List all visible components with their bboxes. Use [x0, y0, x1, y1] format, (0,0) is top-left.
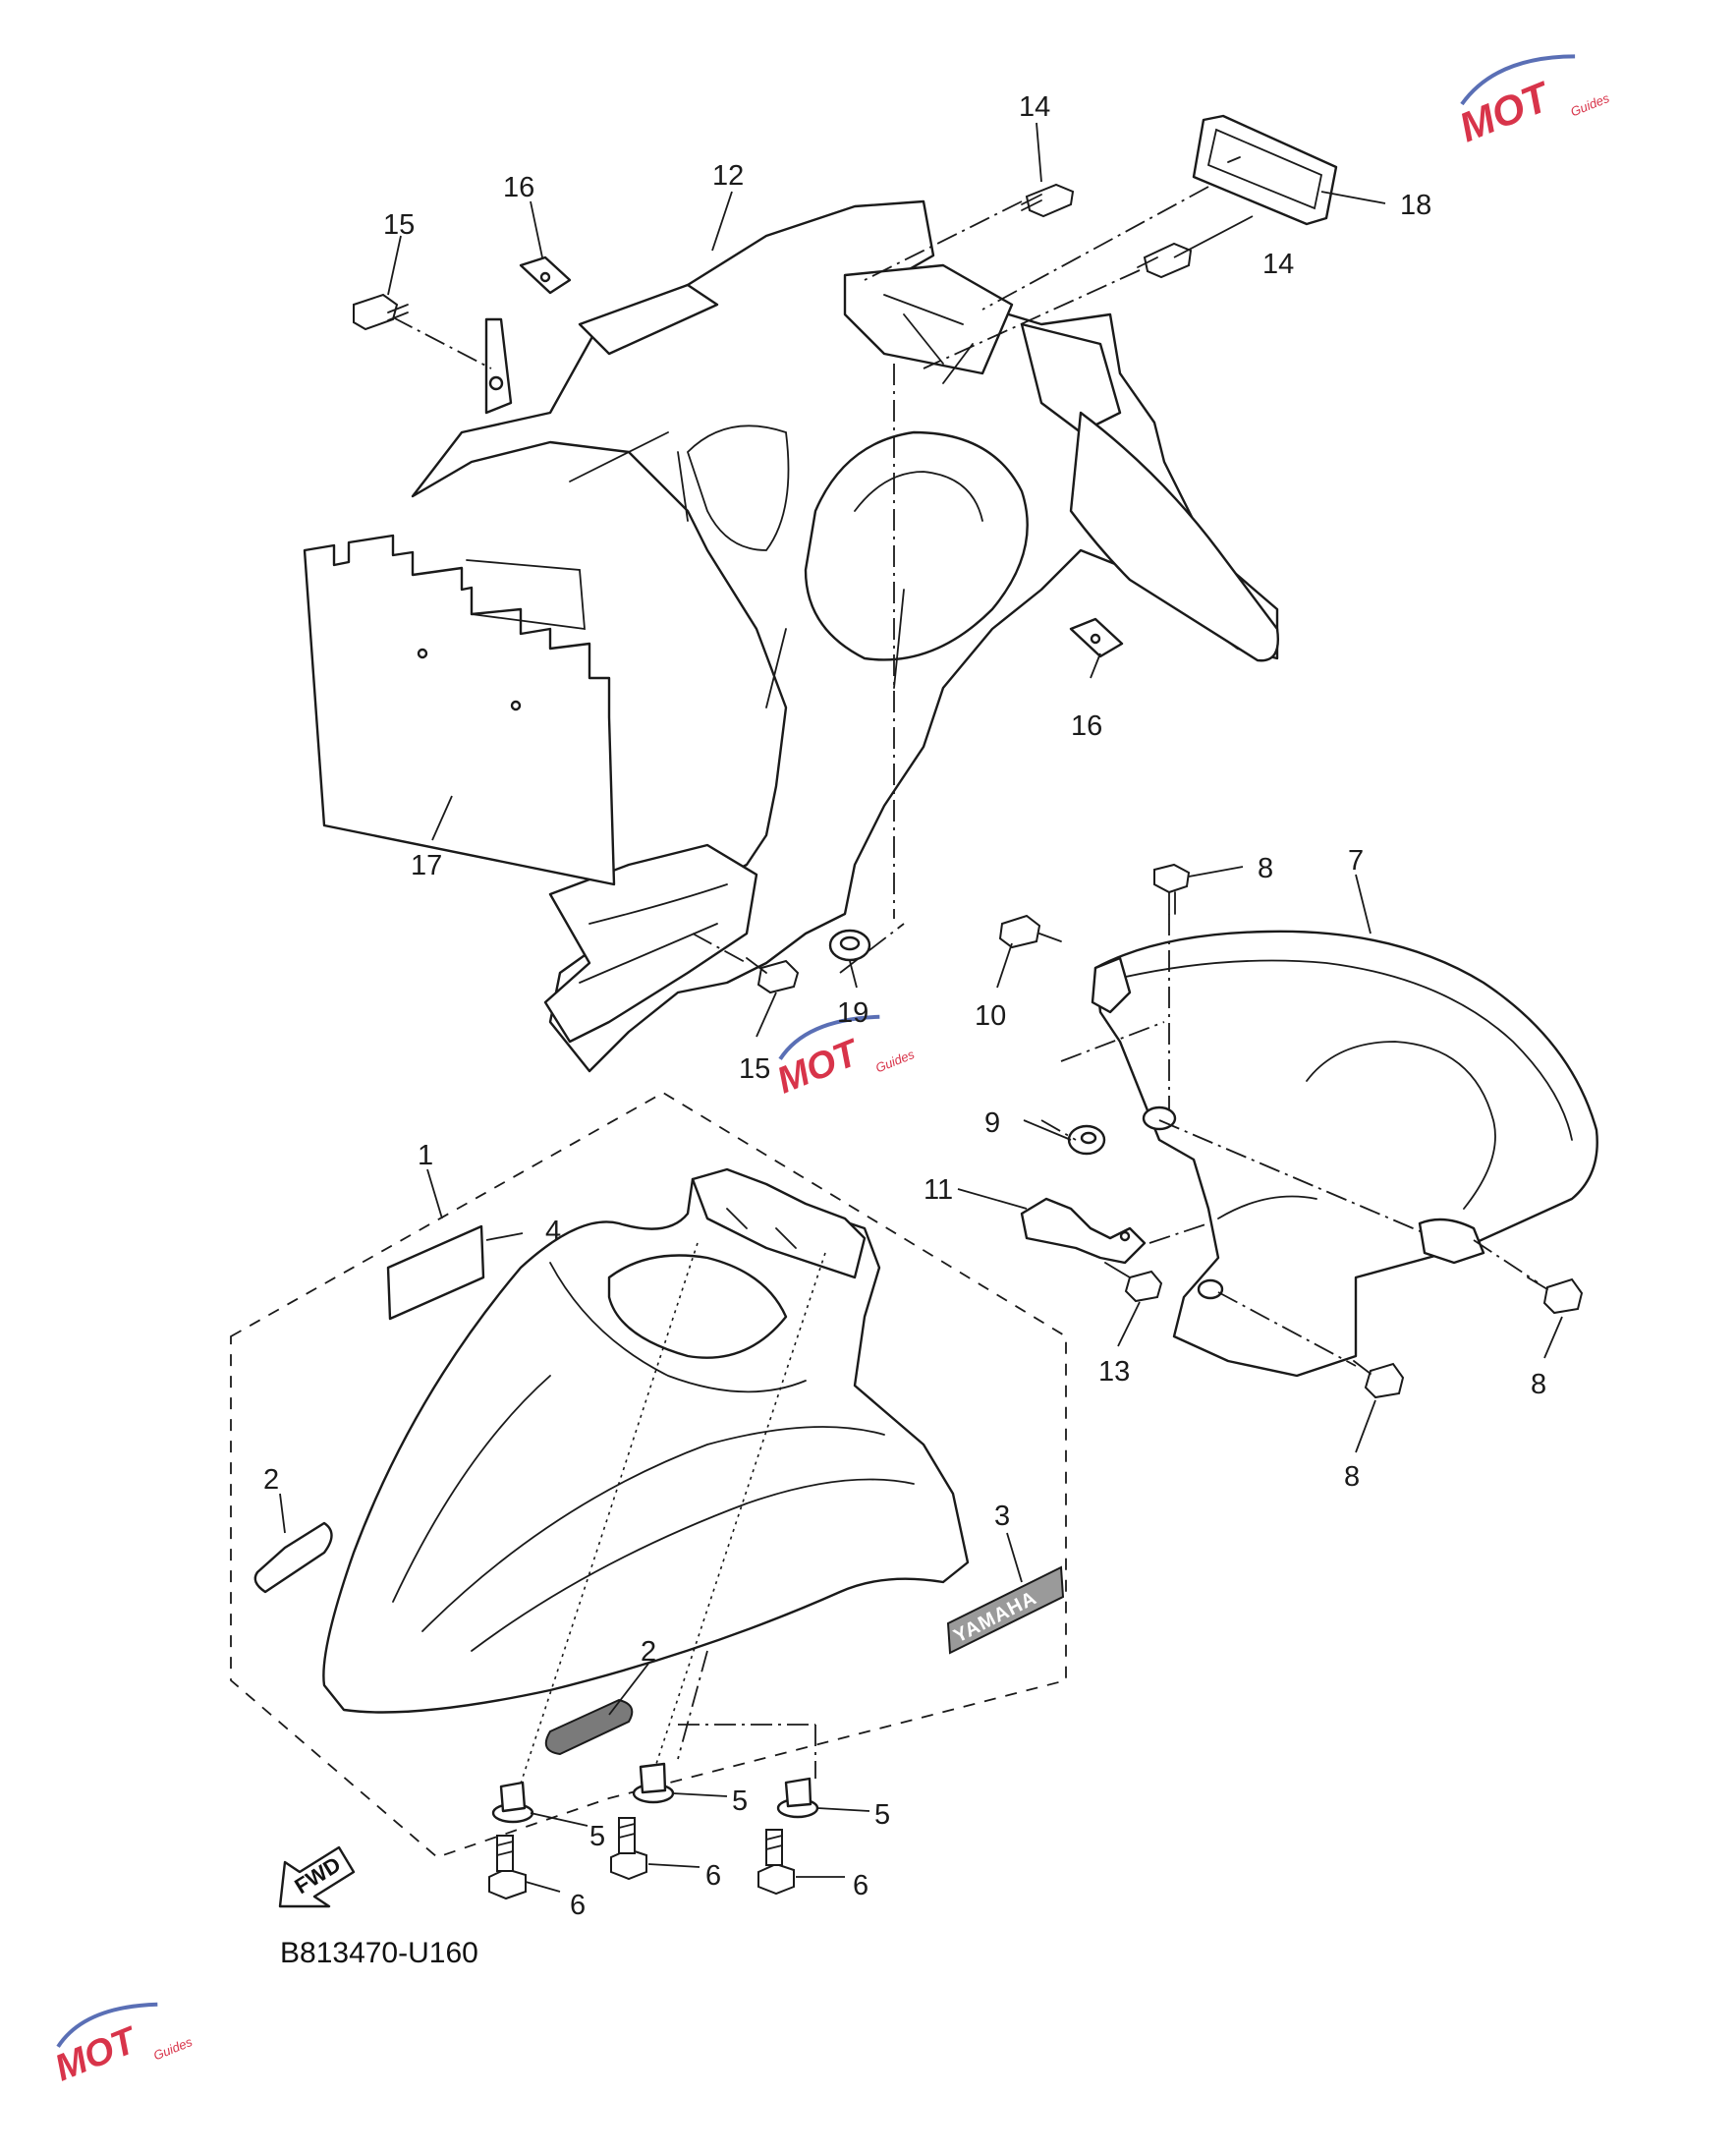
- callout-14-right: 14: [1262, 249, 1294, 280]
- bolt-part-8-bottom: [1353, 1360, 1405, 1399]
- decal-part-3-yamaha: YAMAHA: [946, 1565, 1065, 1655]
- alignment-line: [1217, 1291, 1357, 1367]
- alignment-line: [1473, 1239, 1539, 1283]
- callout-17: 17: [411, 850, 442, 881]
- callout-15-lower: 15: [739, 1053, 770, 1085]
- alignment-line: [1148, 1222, 1209, 1244]
- callout-18: 18: [1400, 190, 1431, 221]
- bolt-part-12: [1104, 1262, 1163, 1303]
- bolt-part-6-left: [488, 1835, 527, 1900]
- callout-11: 11: [924, 1174, 953, 1206]
- grommet-part-9: [1067, 1124, 1106, 1156]
- callout-13: 12: [712, 160, 744, 192]
- decal-part-4: [386, 1224, 485, 1321]
- front-fender-part-1: [322, 1167, 970, 1714]
- callout-9: 9: [984, 1107, 1000, 1139]
- alignment-line: [677, 1650, 708, 1760]
- bolt-part-15-lower: [746, 957, 800, 994]
- alignment-line: [692, 933, 748, 964]
- callout-5-center: 5: [732, 1786, 748, 1817]
- watermark-logo-top: MOT Guides: [1453, 54, 1612, 151]
- callout-2-lower: 2: [641, 1636, 656, 1668]
- callout-4: 4: [545, 1216, 561, 1247]
- grommet-part-19: [828, 929, 871, 962]
- alignment-line: [655, 1252, 826, 1765]
- nut-part-5-center: [632, 1762, 675, 1804]
- decal-part-2-left: [253, 1521, 333, 1594]
- bolt-part-15-upper: [353, 293, 409, 331]
- alignment-line: [1060, 1021, 1165, 1062]
- bolt-part-14-upper: [1021, 183, 1075, 218]
- watermark-logo-bottom: MOT Guides: [49, 2002, 195, 2090]
- bracket-part-11: [1020, 1197, 1147, 1265]
- bolt-part-14-right: [1137, 242, 1193, 279]
- clip-part-16-right: [1069, 617, 1124, 658]
- alignment-line: [923, 269, 1141, 369]
- alignment-line: [520, 1242, 699, 1785]
- bolt-part-6-right: [757, 1829, 795, 1896]
- callout-16-right: 16: [1071, 710, 1102, 742]
- bolt-part-10: [998, 914, 1062, 949]
- callout-16-top: 16: [503, 172, 534, 203]
- inner-fender-part-13: [411, 199, 1279, 1073]
- callout-3: 3: [994, 1501, 1010, 1532]
- forward-arrow-icon: FWD: [278, 1845, 356, 1908]
- watermark-text: MOT: [771, 1032, 867, 1103]
- bolt-part-6-center: [610, 1817, 647, 1881]
- alignment-line: [864, 200, 1023, 281]
- leader-lines: [279, 122, 1563, 1893]
- alignment-line: [392, 316, 492, 369]
- callout-7: 7: [1348, 845, 1364, 877]
- callout-5-left: 5: [589, 1821, 605, 1852]
- callout-14-top: 14: [1019, 91, 1050, 123]
- watermark-subtext: Guides: [1568, 90, 1611, 120]
- watermark-text: MOT: [49, 2019, 144, 2090]
- alignment-line: [981, 186, 1209, 311]
- callout-8-bottom: 8: [1344, 1461, 1360, 1493]
- alignment-line: [1040, 1119, 1077, 1141]
- callout-19: 19: [837, 997, 868, 1029]
- assembly-frame-part-1: [230, 1091, 1067, 1859]
- callout-6-left: 6: [570, 1890, 586, 1921]
- bolt-part-8-top: [1153, 863, 1191, 915]
- alignment-line: [1158, 1119, 1426, 1234]
- callout-5-right: 5: [874, 1799, 890, 1831]
- plate-part-17: [303, 534, 616, 886]
- callout-8-right: 8: [1531, 1369, 1546, 1400]
- callout-6-center: 6: [705, 1860, 721, 1892]
- nut-part-5-left: [491, 1781, 534, 1824]
- bolt-part-8-right: [1527, 1276, 1584, 1315]
- rear-fender-part-7: [1091, 930, 1598, 1378]
- reflector-part-18: [1192, 114, 1338, 226]
- callout-15-top: 15: [383, 209, 415, 241]
- watermark-text: MOT: [1453, 73, 1558, 151]
- clip-part-16-upper: [519, 255, 572, 295]
- nut-part-5-right: [776, 1777, 819, 1819]
- callout-1: 1: [418, 1140, 433, 1171]
- part-code: B813470-U160: [280, 1937, 478, 1969]
- callout-8-top: 8: [1258, 853, 1273, 884]
- watermark-subtext: Guides: [151, 2034, 195, 2064]
- decal-part-2-lower: [544, 1698, 634, 1756]
- callout-6-right: 6: [853, 1870, 868, 1901]
- callout-2-left: 2: [263, 1464, 279, 1496]
- callout-labels-visible: 14 14 15 16 12 18 16 17 15 19 8 7 10 9 1…: [263, 91, 1546, 1921]
- callout-12: 13: [1098, 1356, 1130, 1388]
- watermark-subtext: Guides: [873, 1047, 917, 1076]
- callout-10: 10: [975, 1000, 1006, 1032]
